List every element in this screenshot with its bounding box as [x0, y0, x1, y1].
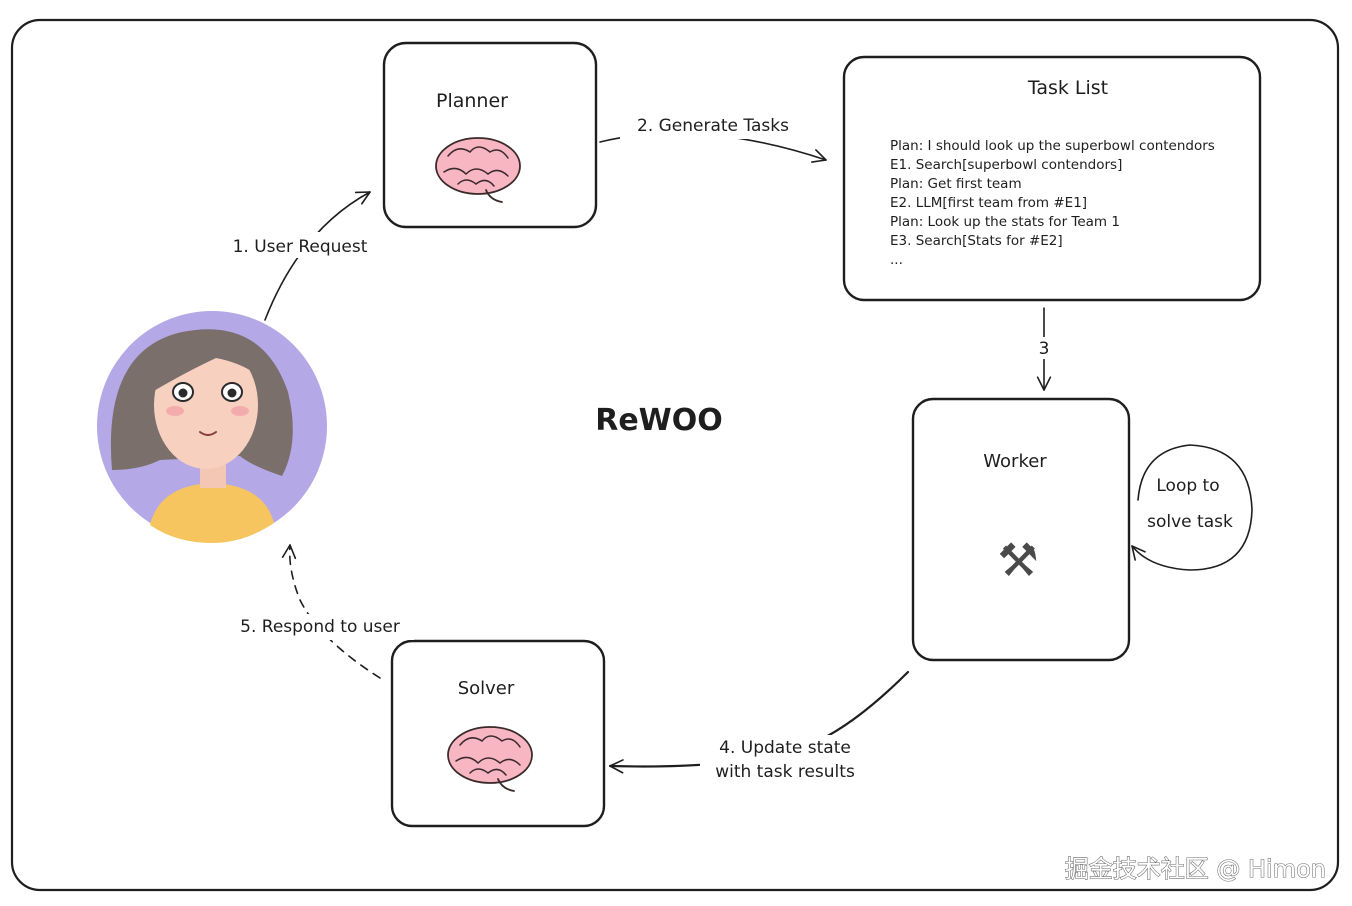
edge-label-generate-tasks: 2. Generate Tasks — [637, 116, 789, 136]
solver-node: Solver — [390, 639, 606, 828]
task-list-line: Plan: I should look up the superbowl con… — [890, 138, 1215, 154]
edge-label-step-3: 3 — [1039, 339, 1050, 359]
hammer-and-wrench-icon: ⚒ — [997, 533, 1038, 587]
edge-step-3: 3 — [1034, 307, 1054, 391]
edge-label-update-state-line-1: 4. Update state — [719, 738, 851, 758]
planner-node: Planner — [382, 41, 598, 229]
task-list-line: ... — [890, 252, 903, 268]
user-avatar — [97, 311, 327, 543]
edge-generate-tasks: 2. Generate Tasks — [599, 113, 827, 163]
task-list-line: E2. LLM[first team from #E1] — [890, 195, 1087, 211]
diagram-title: ReWOO — [595, 403, 723, 438]
edge-loop: Loop to solve task — [1131, 444, 1253, 571]
solver-label: Solver — [458, 678, 515, 699]
brain-icon — [447, 726, 533, 792]
task-list-line: Plan: Look up the stats for Team 1 — [890, 214, 1120, 230]
edge-label-respond: 5. Respond to user — [240, 617, 400, 637]
edge-update-state: 4. Update state with task results — [608, 670, 910, 783]
task-list-line: E1. Search[superbowl contendors] — [890, 157, 1122, 173]
edge-label-user-request: 1. User Request — [233, 237, 368, 257]
edge-label-loop-line-1: Loop to — [1156, 476, 1219, 496]
task-list-line: Plan: Get first team — [890, 176, 1022, 192]
edge-label-update-state-line-2: with task results — [715, 762, 855, 782]
task-list-node: Task List Plan: I should look up the sup… — [842, 55, 1262, 302]
worker-label: Worker — [983, 451, 1047, 472]
task-list-line: E3. Search[Stats for #E2] — [890, 233, 1063, 249]
planner-label: Planner — [436, 90, 508, 112]
brain-icon — [435, 137, 521, 203]
edge-label-loop-line-2: solve task — [1147, 512, 1233, 532]
task-list-title: Task List — [1027, 77, 1108, 99]
watermark: 掘金技术社区 @ Himon — [1065, 855, 1326, 883]
worker-node: Worker ⚒ — [911, 397, 1131, 662]
edge-user-request: 1. User Request — [222, 191, 378, 321]
edge-respond: 5. Respond to user — [226, 544, 414, 679]
outer-frame — [10, 18, 1340, 892]
